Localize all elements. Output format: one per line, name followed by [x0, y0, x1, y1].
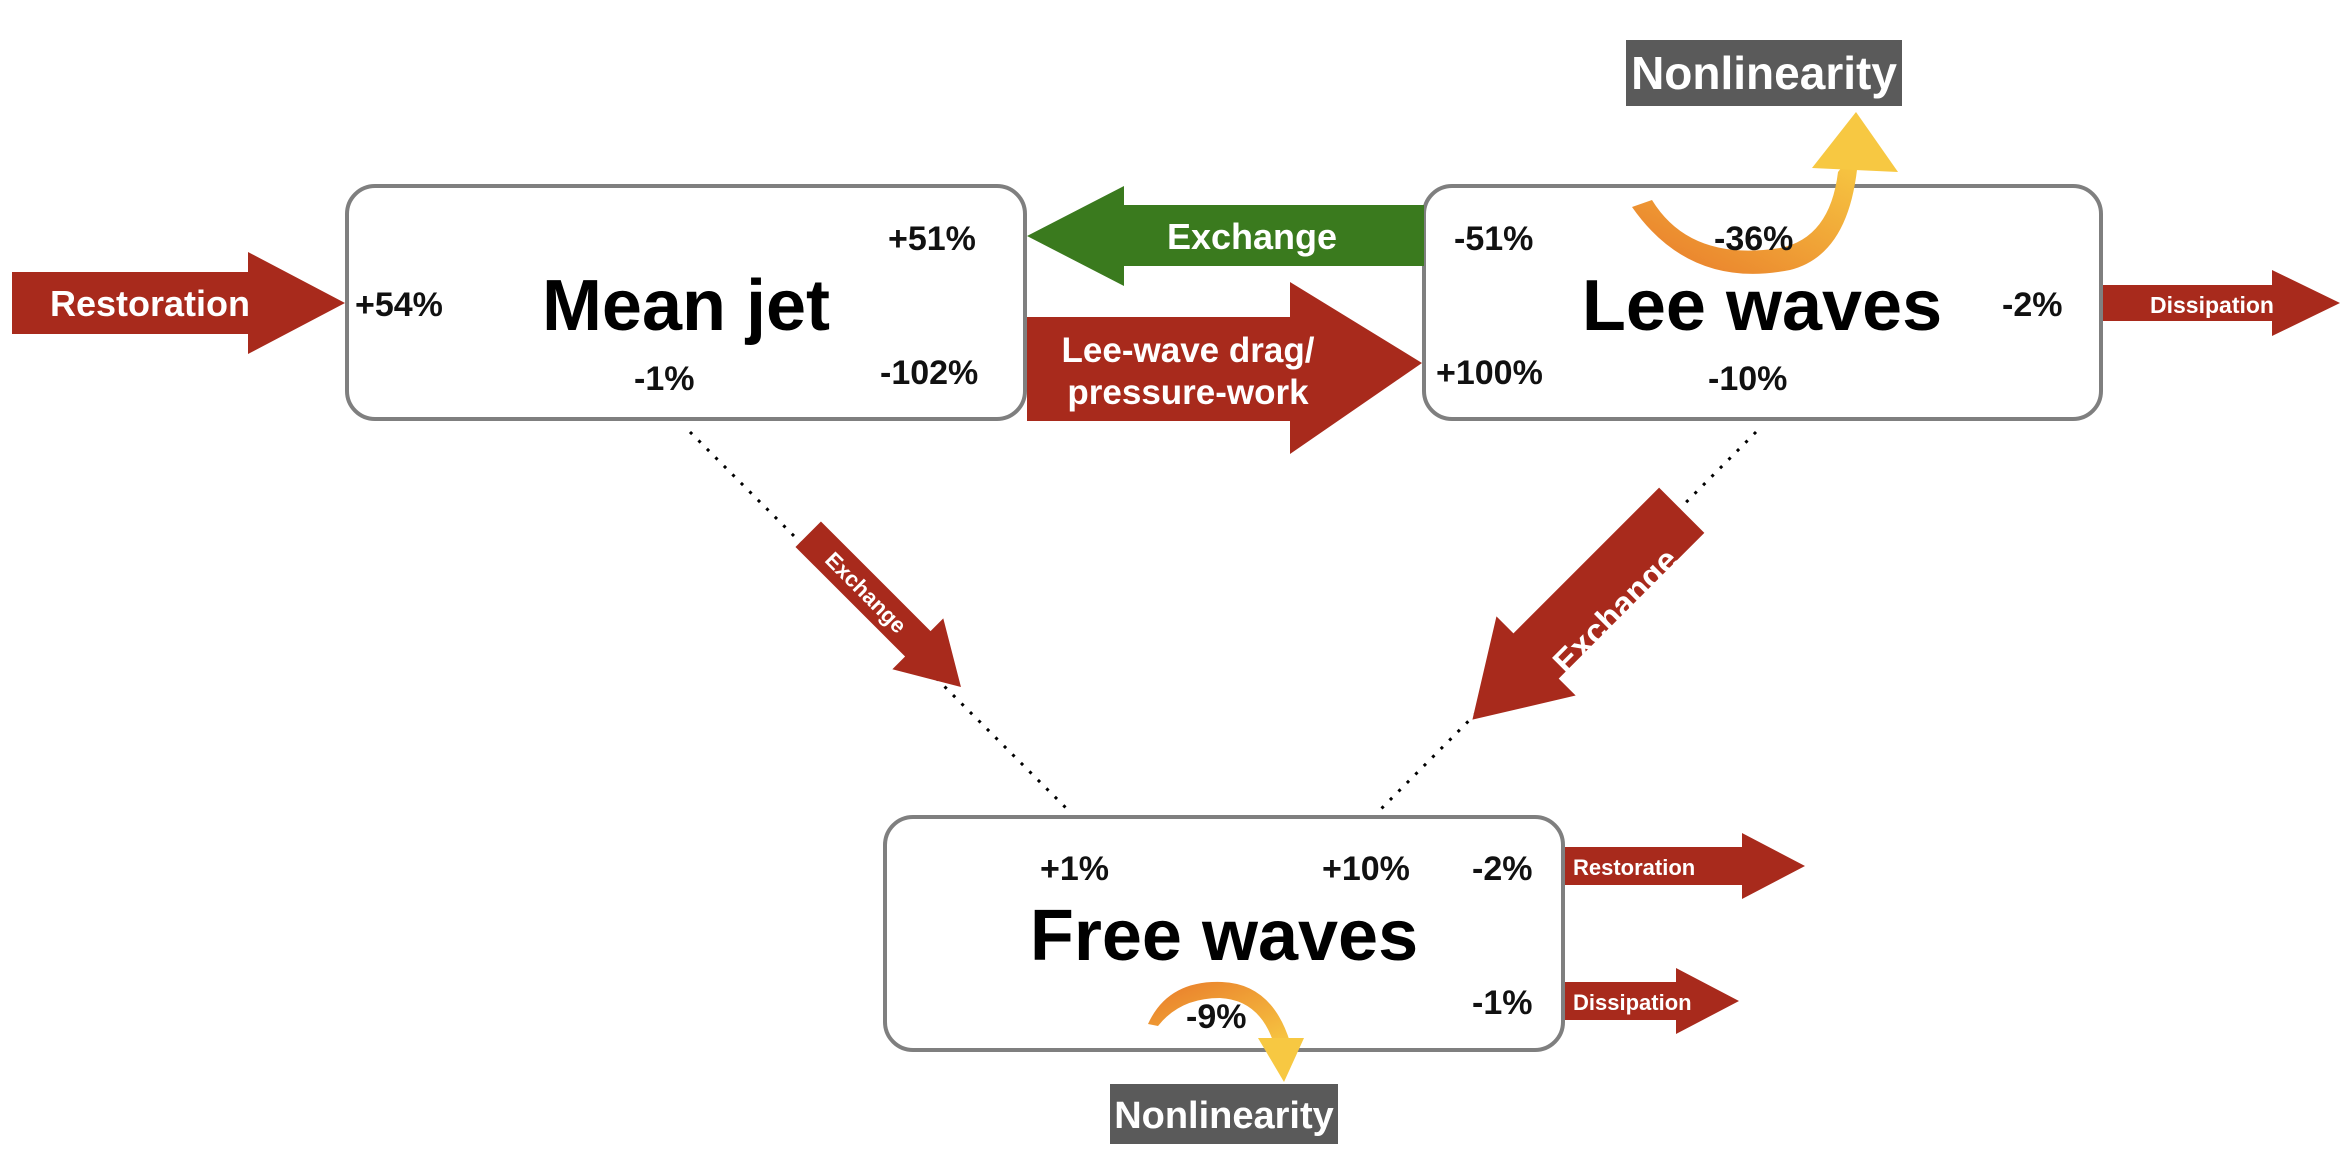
free-waves-pct-from-lee: +10% [1322, 850, 1410, 888]
restoration-free-arrow: Restoration [1565, 833, 1805, 899]
lee-wave-drag-label-line2: pressure-work [1067, 373, 1309, 412]
dissipation-free-arrow: Dissipation [1565, 968, 1739, 1034]
exchange-lee-to-mean-arrow: Exchange [1027, 186, 1424, 286]
lee-waves-pct-free-exchange: -10% [1708, 360, 1787, 398]
mean-jet-pct-free-exchange: -1% [634, 360, 694, 398]
lee-waves-pct-dissipation: -2% [2002, 286, 2062, 324]
exchange-lee-to-free-arrow: Exchange [1472, 487, 1705, 720]
mean-jet-box [345, 184, 1027, 421]
exchange-mean-to-free-label: Exchange [820, 547, 911, 638]
mean-jet-pct-restoration: +54% [355, 286, 443, 324]
lee-wave-drag-label-line1: Lee-wave drag/ [1062, 331, 1315, 370]
lee-waves-pct-lee-drag: +100% [1436, 354, 1543, 392]
lee-wave-drag-arrow: Lee-wave drag/ pressure-work [1027, 282, 1422, 454]
free-waves-box [883, 815, 1565, 1052]
nonlinearity-free-tag-label: Nonlinearity [1114, 1095, 1334, 1137]
lee-waves-pct-exchange-out: -51% [1454, 220, 1533, 258]
lee-waves-box [1422, 184, 2103, 421]
free-waves-pct-nonlinearity: -9% [1186, 998, 1246, 1036]
mean-jet-pct-exchange-in: +51% [888, 220, 976, 258]
mean-jet-pct-lee-drag: -102% [880, 354, 978, 392]
lee-waves-pct-nonlinearity: -36% [1714, 220, 1793, 258]
lee-waves-title: Lee waves [1582, 266, 1942, 346]
free-waves-pct-dissipation: -1% [1472, 984, 1532, 1022]
nonlinearity-lee-tag-label: Nonlinearity [1631, 47, 1897, 99]
restoration-free-label: Restoration [1573, 855, 1695, 880]
restoration-in-arrow: Restoration [12, 252, 345, 354]
nonlinearity-lee-curve-arrow [1632, 112, 1898, 274]
nonlinearity-free-tag: Nonlinearity [1110, 1084, 1338, 1144]
dissipation-lee-label: Dissipation [2150, 292, 2274, 318]
free-waves-pct-restoration: -2% [1472, 850, 1532, 888]
restoration-in-label: Restoration [50, 283, 250, 324]
free-waves-pct-from-mean: +1% [1040, 850, 1109, 888]
exchange-mean-to-free-arrow: Exchange [795, 521, 961, 687]
nonlinearity-free-curve-arrow [1148, 981, 1304, 1082]
mean-jet-title: Mean jet [542, 266, 830, 346]
free-waves-title: Free waves [1030, 896, 1418, 976]
dissipation-lee-arrow: Dissipation [2103, 270, 2340, 336]
nonlinearity-lee-tag: Nonlinearity [1626, 40, 1902, 106]
connector-mean-free [688, 430, 1070, 812]
dissipation-free-label: Dissipation [1573, 990, 1692, 1015]
exchange-lee-to-mean-label: Exchange [1167, 216, 1337, 257]
